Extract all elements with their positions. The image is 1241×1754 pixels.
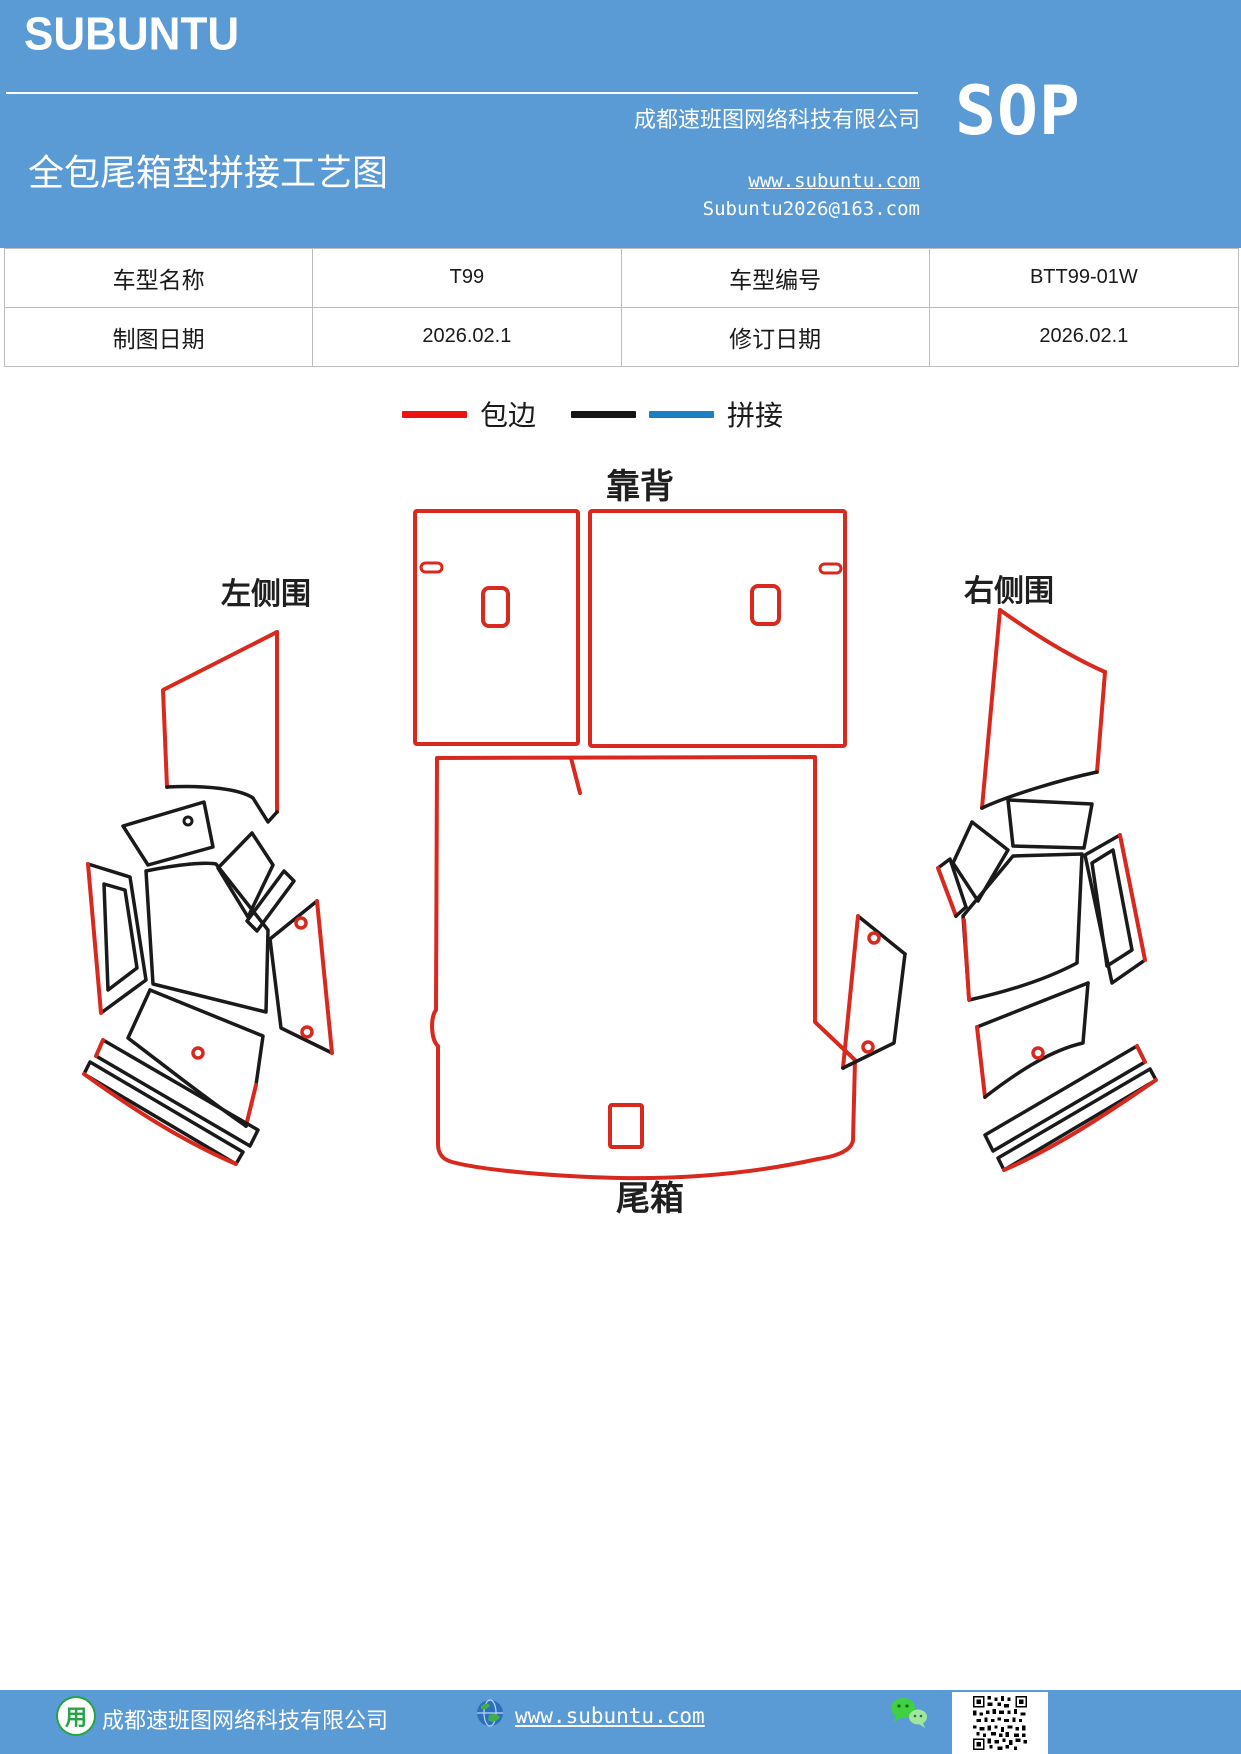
model-name-value: T99 <box>313 249 622 308</box>
left-rivet-dot <box>182 815 194 827</box>
left-lower-panel <box>126 988 265 1128</box>
model-code-label: 车型编号 <box>621 249 930 308</box>
backrest-right-slot <box>818 562 843 575</box>
backrest-left-headrest-hole <box>481 586 510 628</box>
left-top-quad <box>121 800 215 867</box>
left-eyelet-quad <box>268 899 334 1055</box>
draw-date-label: 制图日期 <box>5 307 314 366</box>
edge-binding-label: 包边 <box>480 401 537 432</box>
backrest-left-panel <box>413 509 580 746</box>
building-icon-glyph: 用 <box>64 1705 87 1730</box>
left-side-group <box>82 630 334 1166</box>
process-diagram: 靠背 左侧围 右侧围 尾箱 <box>0 430 1241 1240</box>
backrest-right-headrest-hole <box>750 584 781 626</box>
draw-date-value: 2026.02.1 <box>313 307 622 366</box>
left-thin-strip <box>245 869 296 933</box>
model-code-value: BTT99-01W <box>929 249 1238 308</box>
header: SUBUNTU 全包尾箱垫拼接工艺图 成都速班图网络科技有限公司 SOP www… <box>0 0 1241 248</box>
right-kite-piece <box>951 820 1010 903</box>
backrest-group <box>413 509 847 748</box>
header-divider <box>6 92 918 94</box>
header-email: Subuntu2026@163.com <box>702 198 920 220</box>
left-frame-piece <box>86 862 148 1015</box>
right-frame-piece <box>1083 833 1147 985</box>
trunk-hook-hole <box>608 1103 644 1149</box>
trunk-outline <box>430 755 857 1181</box>
backrest-label: 靠背 <box>606 468 674 506</box>
revise-date-value: 2026.02.1 <box>1039 325 1129 348</box>
stitch-label: 拼接 <box>727 401 784 432</box>
footer-website-link[interactable]: www.subuntu.com <box>515 1704 705 1728</box>
trunk-label: 尾箱 <box>616 1180 684 1218</box>
revise-date-label: 修订日期 <box>622 307 930 366</box>
legend: 包边 拼接 <box>402 396 783 432</box>
header-company-name: 成都速班图网络科技有限公司 <box>633 107 920 132</box>
right-sill-strips <box>983 1044 1158 1172</box>
left-side-label: 左侧围 <box>221 578 311 611</box>
footer-company-name: 成都速班图网络科技有限公司 <box>102 1708 389 1733</box>
left-center-panel <box>144 861 270 1014</box>
building-icon: 用 <box>56 1696 96 1736</box>
model-name-label: 车型名称 <box>5 249 314 308</box>
backrest-left-slot <box>419 561 444 574</box>
right-lower-panel <box>975 981 1090 1099</box>
right-eyelet-quad <box>841 914 907 1070</box>
backrest-right-panel <box>588 509 847 748</box>
edge-binding-swatch <box>402 410 467 418</box>
right-side-label: 右侧围 <box>964 575 1054 608</box>
brand-logo: SUBUNTU <box>24 8 240 61</box>
trunk-group <box>430 755 857 1181</box>
qr-code <box>952 1692 1048 1754</box>
globe-icon <box>477 1699 503 1727</box>
right-thin-strip <box>936 857 968 918</box>
right-sail-piece <box>980 608 1107 810</box>
left-sail-piece <box>161 630 279 824</box>
sop-badge: SOP <box>955 72 1081 151</box>
footer: 用 成都速班图网络科技有限公司 www.subuntu.com <box>0 1690 1241 1754</box>
page-title: 全包尾箱垫拼接工艺图 <box>28 153 389 193</box>
stitch-blue-swatch <box>649 410 715 418</box>
vehicle-info-table: 车型名称 T99 车型编号 BTT99-01W 制图日期 2026.02.1 修… <box>4 248 1239 367</box>
stitch-black-swatch <box>571 410 637 418</box>
right-center-panel <box>961 852 1084 1002</box>
right-top-quad <box>1006 798 1094 850</box>
right-side-group <box>841 608 1158 1172</box>
left-sill-strips <box>82 1038 260 1166</box>
wechat-icon <box>891 1698 927 1728</box>
header-website-link[interactable]: www.subuntu.com <box>748 170 920 192</box>
trunk-slit <box>569 756 582 795</box>
